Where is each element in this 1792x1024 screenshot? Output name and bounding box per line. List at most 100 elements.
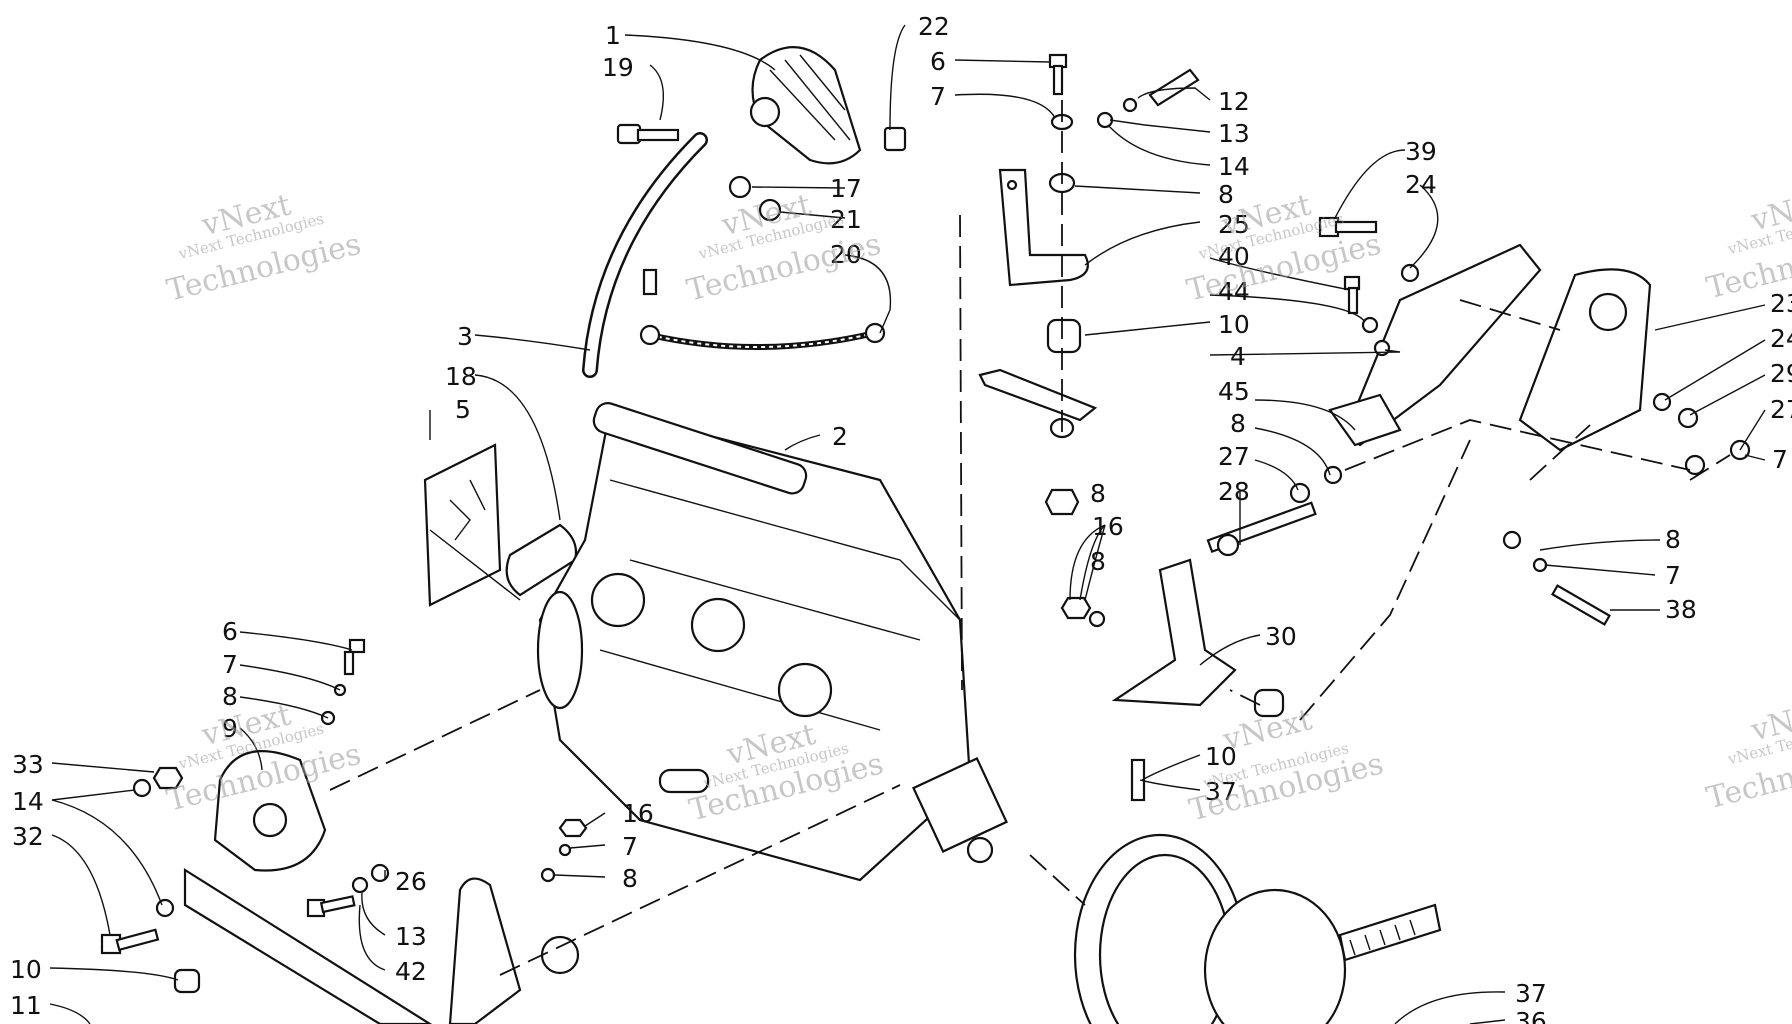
callout-8g: 8 xyxy=(622,864,638,893)
callout-11: 11 xyxy=(10,991,42,1020)
callout-7e: 7 xyxy=(622,832,638,861)
callout-7d: 7 xyxy=(222,650,238,679)
callout-labels: 1 19 22 6 7 12 13 14 8 25 17 21 20 3 18 … xyxy=(10,12,1792,1024)
part-9-mount xyxy=(213,749,327,872)
callout-20: 20 xyxy=(830,240,862,269)
part-40-bolt xyxy=(1343,275,1361,315)
watermarks: vNext Technologies vNext Technologies vN… xyxy=(163,183,1792,829)
callout-42: 42 xyxy=(395,957,427,986)
callout-38: 38 xyxy=(1665,595,1697,624)
callout-6b: 6 xyxy=(222,617,238,646)
part-30-bracket xyxy=(1111,558,1237,707)
callout-44: 44 xyxy=(1218,277,1250,306)
part-32-bolt xyxy=(100,928,160,955)
part-19-bolt xyxy=(616,123,680,145)
part-26-washer xyxy=(370,863,390,883)
parts-layer xyxy=(100,46,1751,1024)
part-13-42-bolt xyxy=(306,876,369,918)
callout-24: 24 xyxy=(1405,170,1437,199)
callout-17: 17 xyxy=(830,174,862,203)
part-33-nut xyxy=(152,766,184,790)
callout-39: 39 xyxy=(1405,137,1437,166)
watermark-4: vNext Technologies vNext Technologies xyxy=(1703,183,1792,307)
part-13-washer xyxy=(1122,97,1138,113)
callout-18: 18 xyxy=(445,362,477,391)
callout-27: 27 xyxy=(1218,442,1250,471)
callout-7b: 7 xyxy=(1772,445,1788,474)
callout-40: 40 xyxy=(1218,242,1250,271)
watermark-8: vNext Technologies vNext Technologies xyxy=(1703,693,1792,817)
part-20-ground-strap xyxy=(639,268,886,350)
callout-45: 45 xyxy=(1218,377,1250,406)
skid-plate xyxy=(978,368,1098,422)
callout-25: 25 xyxy=(1218,210,1250,239)
part-25-bracket xyxy=(998,168,1089,287)
part-12-bolt xyxy=(1148,68,1200,107)
callout-26: 26 xyxy=(395,867,427,896)
assembly-lines xyxy=(329,100,1731,976)
part-8-washer-midleft xyxy=(540,867,556,883)
part-44-washer xyxy=(1361,316,1379,334)
callout-33: 33 xyxy=(12,750,44,779)
callout-16: 16 xyxy=(1092,512,1124,541)
part-1-cover xyxy=(749,46,862,165)
callout-10: 10 xyxy=(1218,310,1250,339)
watermark-5: vNext Technologies vNext Technologies xyxy=(163,697,364,818)
callout-7c: 7 xyxy=(1665,561,1681,590)
part-7-washer-far xyxy=(1532,557,1548,573)
part-21-nut xyxy=(758,198,782,222)
callout-1: 1 xyxy=(605,21,621,50)
callout-8: 8 xyxy=(1218,180,1234,209)
callout-8f: 8 xyxy=(222,682,238,711)
part-3-hose xyxy=(582,132,708,378)
part-6-bolt-top xyxy=(1048,53,1068,96)
callout-22: 22 xyxy=(918,12,950,41)
callout-36: 36 xyxy=(1515,1007,1547,1024)
callout-5: 5 xyxy=(455,395,471,424)
part-2-engine xyxy=(536,402,1008,882)
part-27-28-bolt xyxy=(1206,501,1317,557)
callout-13: 13 xyxy=(1218,119,1250,148)
callout-4: 4 xyxy=(1230,342,1246,371)
callout-19: 19 xyxy=(602,53,634,82)
part-4-washer xyxy=(1373,339,1391,357)
callout-6: 6 xyxy=(930,47,946,76)
svg-text:vNext: vNext xyxy=(1747,183,1792,239)
part-23-bracket xyxy=(1518,268,1652,452)
callout-9: 9 xyxy=(222,714,238,743)
callout-12: 12 xyxy=(1218,87,1250,116)
part-45-bracket xyxy=(1328,393,1402,447)
part-29-nut xyxy=(1677,407,1699,429)
callout-16b: 16 xyxy=(622,799,654,828)
part-31-bolt xyxy=(1130,758,1146,802)
callout-8c: 8 xyxy=(1665,525,1681,554)
callout-8d: 8 xyxy=(1090,479,1106,508)
part-10-rubber-mount xyxy=(1046,318,1082,354)
part-27-nut xyxy=(1289,482,1311,504)
part-24-washer-right xyxy=(1652,392,1672,412)
part-38-bolt xyxy=(1550,584,1611,626)
callout-8e: 8 xyxy=(1090,547,1106,576)
part-8-washer-right2 xyxy=(1684,454,1706,476)
part-39-bolt xyxy=(1318,216,1378,238)
callout-14: 14 xyxy=(1218,152,1250,181)
part-17-washer xyxy=(728,175,752,199)
callout-31: 37 xyxy=(1205,777,1237,806)
part-16-nut xyxy=(1044,488,1080,516)
callout-23: 23 xyxy=(1770,289,1792,318)
callout-14b: 14 xyxy=(12,787,44,816)
callout-24b: 24 xyxy=(1770,324,1792,353)
part-14-washer xyxy=(1096,111,1114,129)
part-16-nut-lower xyxy=(1060,596,1092,620)
leader-lines xyxy=(49,24,1766,1024)
part-5-decal-sheet xyxy=(423,443,502,607)
svg-text:vNext: vNext xyxy=(1747,693,1792,749)
callout-21: 21 xyxy=(830,205,862,234)
frame-rail xyxy=(183,868,580,1024)
part-6-bolt-left xyxy=(343,638,366,676)
callout-2: 2 xyxy=(832,422,848,451)
watermark-1: vNext Technologies vNext Technologies xyxy=(163,187,364,308)
callout-32: 32 xyxy=(12,822,44,851)
part-37-clutch xyxy=(1073,833,1442,1024)
